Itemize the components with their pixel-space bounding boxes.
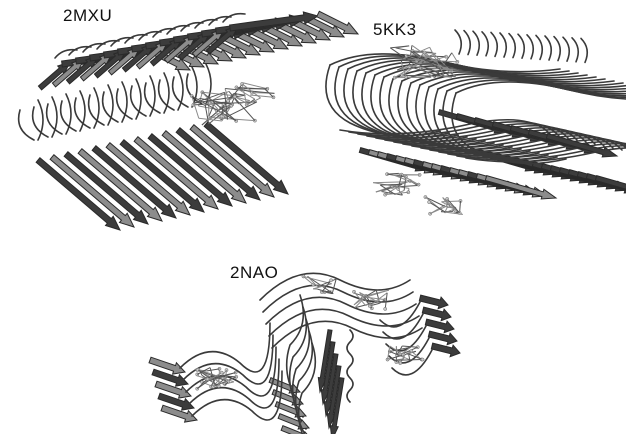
ligand-atom (220, 371, 223, 374)
structure-2mxu (19, 11, 358, 230)
ligand-atom (329, 279, 332, 282)
ligand-sticks (195, 367, 237, 390)
ligand-bond (207, 369, 219, 371)
coil-loop (47, 104, 62, 134)
ligand-bond (387, 173, 399, 174)
coil-loop (464, 31, 470, 55)
beta-strand-arrow (190, 125, 274, 197)
coil-loop (563, 37, 569, 61)
ligand-sticks (424, 195, 463, 215)
ligand-bond (441, 201, 460, 202)
coil-loop (473, 31, 479, 55)
coil-loop (581, 38, 587, 62)
ligand-atom (226, 99, 229, 102)
structure-5kk3 (326, 30, 626, 215)
panel-label-2mxu: 2MXU (63, 6, 112, 26)
coil-loop (509, 34, 515, 58)
coil-loop (89, 95, 104, 125)
coil-loop (223, 14, 245, 22)
beta-strand-arrow (204, 122, 288, 194)
coil-loop (455, 30, 461, 54)
coil-loop (482, 32, 488, 56)
ligand-bond (373, 182, 407, 183)
coil-loop (187, 74, 202, 104)
coil-loop (536, 35, 542, 59)
coil-loop (347, 330, 353, 402)
ligand-bond (452, 53, 458, 62)
coil-loop (500, 33, 506, 57)
coil-loop (103, 92, 118, 122)
beta-strand-arrow (431, 343, 460, 357)
coil-loop (518, 34, 524, 58)
coil-loop (173, 77, 188, 107)
ligand-bond (403, 355, 404, 359)
coil-loop (145, 83, 160, 113)
coil-loop (19, 110, 34, 140)
panel-label-5kk3: 5KK3 (373, 20, 417, 40)
coil-loop (545, 36, 551, 60)
structure-2nao (149, 273, 460, 434)
ligand-bond (443, 77, 451, 78)
beta-strand-arrow (485, 176, 556, 199)
ligand-bond (332, 279, 336, 294)
ligand-bond (250, 95, 273, 97)
ligand-sticks (302, 275, 336, 294)
ligand-atom (384, 307, 387, 310)
ligand-sticks (352, 290, 389, 310)
ligand-atom (421, 358, 424, 361)
coil-loop (117, 89, 132, 119)
coil-loop (527, 35, 533, 59)
ligand-atom (428, 200, 431, 203)
panel-label-2nao: 2NAO (230, 263, 278, 283)
ligand-atom (220, 115, 223, 118)
coil-loop (159, 80, 174, 110)
coil-loop (33, 107, 48, 137)
coil-loop (131, 86, 146, 116)
coil-loop (75, 98, 90, 128)
ligand-bond (396, 48, 411, 51)
coil-loop (61, 101, 76, 131)
ligand-sticks (190, 91, 257, 125)
coil-loop (554, 37, 560, 61)
coil-loop (572, 38, 578, 62)
ligand-sticks (373, 173, 421, 197)
coil-loop (491, 32, 497, 56)
